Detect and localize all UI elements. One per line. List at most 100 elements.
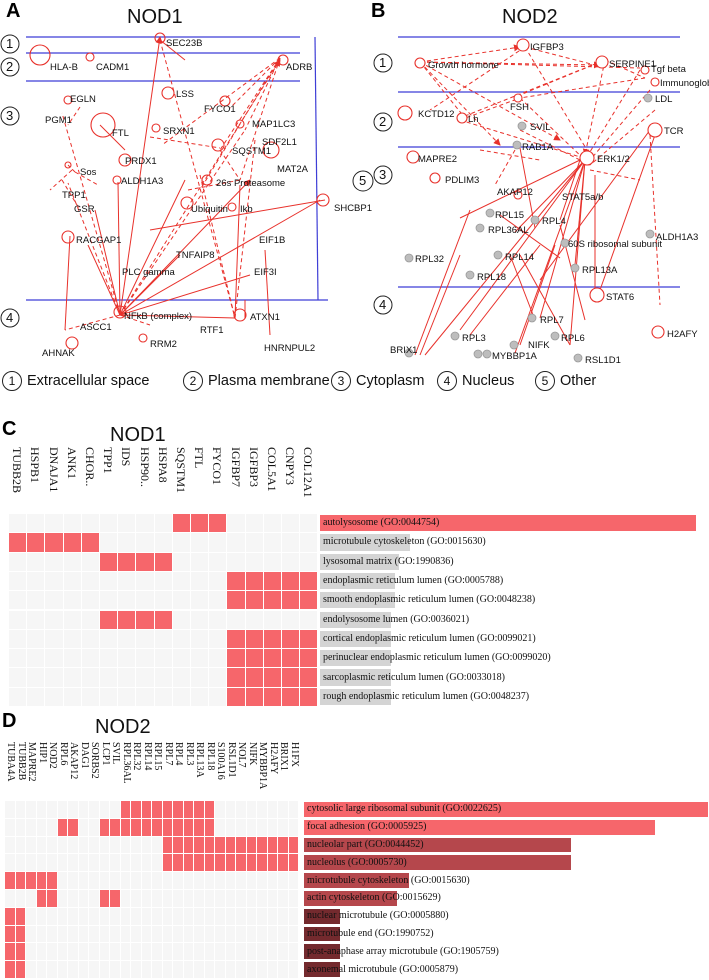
heatmap-cell [257, 925, 267, 943]
panel-c-title: NOD1 [110, 424, 166, 446]
svg-text:PRDX1: PRDX1 [125, 156, 157, 167]
heatmap-cell-hit [136, 610, 154, 629]
heatmap-cell-hit [245, 687, 263, 706]
heatmap-cell [209, 571, 227, 591]
heatmap-cell [63, 687, 81, 706]
svg-text:SQSTM1: SQSTM1 [232, 146, 271, 157]
heatmap-cell-hit [99, 890, 109, 907]
heatmap-cell [57, 872, 67, 889]
svg-text:Immunoglobulin: Immunoglobulin [660, 78, 709, 89]
gene-column-label: TUBA4A [5, 742, 17, 782]
heatmap-cell [172, 668, 190, 687]
svg-text:TPP1: TPP1 [62, 190, 86, 201]
heatmap-cell [152, 925, 162, 943]
heatmap-cell-hit [183, 801, 193, 818]
heatmap-cell [236, 801, 246, 818]
heatmap-cell [236, 818, 246, 836]
go-term-label: microtubule end (GO:1990752) [307, 928, 434, 939]
svg-text:ALDH1A3: ALDH1A3 [656, 232, 698, 243]
heatmap-cell [131, 854, 141, 872]
enrichment-bar [304, 891, 397, 906]
svg-text:FSH: FSH [510, 102, 529, 113]
heatmap-cell [47, 925, 57, 943]
heatmap-cell-hit [45, 533, 63, 552]
heatmap-cell [236, 961, 246, 978]
heatmap-cell [99, 925, 109, 943]
svg-text:TNFAIP8: TNFAIP8 [176, 250, 215, 261]
node-labels-a: SEC23B HLA-B CADM1 ADRB EGLN LSS PGM1 FT… [42, 38, 372, 359]
heatmap-cell-hit [173, 801, 183, 818]
heatmap-cell [120, 854, 130, 872]
heatmap-cell [152, 907, 162, 925]
gene-column-label: BRIX1 [278, 742, 290, 771]
heatmap-cell [278, 961, 288, 978]
svg-text:5: 5 [359, 173, 366, 188]
heatmap-cell [45, 591, 63, 610]
heatmap-cell [236, 943, 246, 961]
heatmap-cell [131, 890, 141, 907]
enrichment-bar [304, 908, 340, 924]
heatmap-cell [27, 629, 45, 649]
heatmap-cell [288, 961, 298, 978]
svg-text:BRIX1: BRIX1 [390, 345, 417, 356]
heatmap-cell-hit [204, 854, 214, 872]
heatmap-cell [152, 890, 162, 907]
heatmap-cell [162, 925, 172, 943]
heatmap-cell-hit [173, 818, 183, 836]
heatmap-cell-hit [245, 668, 263, 687]
heatmap-cell [9, 649, 27, 668]
heatmap-cell [110, 801, 120, 818]
heatmap-cell [282, 514, 300, 533]
heatmap-cell [236, 872, 246, 889]
heatmap-cell [81, 629, 99, 649]
heatmap-cell [81, 514, 99, 533]
gene-column-label: AKAP12 [68, 742, 80, 780]
heatmap-cell [5, 854, 15, 872]
heatmap-cell [215, 907, 225, 925]
heatmap-cell-hit [27, 533, 45, 552]
heatmap-cell-hit [5, 925, 15, 943]
heatmap-cell [27, 591, 45, 610]
svg-text:ERK1/2: ERK1/2 [597, 154, 630, 165]
heatmap-cell [68, 801, 78, 818]
heatmap-cell-hit [5, 872, 15, 889]
heatmap-cell-hit [204, 818, 214, 836]
heatmap-cell [57, 854, 67, 872]
heatmap-cell [204, 907, 214, 925]
gene-column-label: MYBBP1A [257, 742, 269, 790]
heatmap-cell [15, 836, 25, 854]
heatmap-cell [194, 907, 204, 925]
svg-text:4: 4 [379, 297, 386, 312]
heatmap-cell-hit [173, 836, 183, 854]
heatmap-cell [278, 890, 288, 907]
heatmap-cell [68, 925, 78, 943]
svg-text:HNRNPUL2: HNRNPUL2 [264, 343, 315, 354]
svg-text:FYCO1: FYCO1 [204, 104, 236, 115]
heatmap-cell [288, 890, 298, 907]
heatmap-cell-hit [300, 668, 318, 687]
panel-b-title: NOD2 [502, 6, 558, 28]
heatmap-cell-hit [278, 854, 288, 872]
heatmap-cell [263, 533, 281, 552]
legend-number: 4 [437, 371, 457, 391]
heatmap-cell [131, 943, 141, 961]
enrichment-bar [320, 669, 391, 686]
go-term-label: actin cytoskeleton (GO:0015629) [307, 892, 441, 904]
svg-text:1: 1 [379, 55, 386, 70]
heatmap-cell [172, 591, 190, 610]
svg-text:MAPRE2: MAPRE2 [418, 154, 457, 165]
zone-markers-a: 1 2 3 4 5 [0, 34, 374, 328]
heatmap-cell [154, 649, 172, 668]
heatmap-cell [141, 872, 151, 889]
gene-column-label: MAPRE2 [26, 742, 38, 782]
heatmap-cell [278, 943, 288, 961]
heatmap-cell [110, 872, 120, 889]
heatmap-cell [162, 872, 172, 889]
heatmap-cell-hit [172, 514, 190, 533]
heatmap-cell [57, 836, 67, 854]
heatmap-cell [9, 687, 27, 706]
heatmap-cell [78, 907, 88, 925]
